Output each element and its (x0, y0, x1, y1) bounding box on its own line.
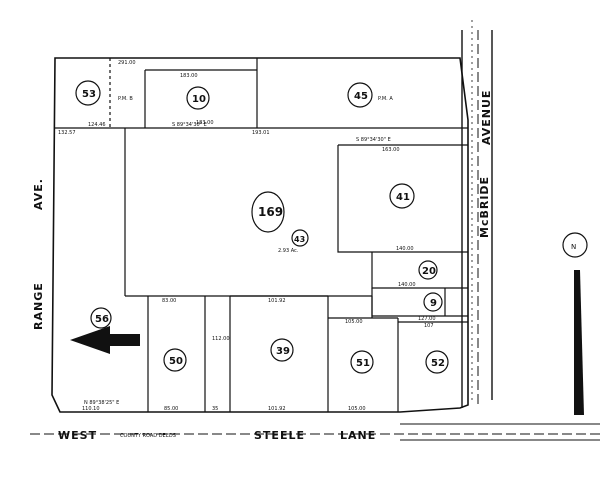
west-label: WEST (58, 429, 97, 442)
dim-row2-c: 193.01 (252, 130, 270, 136)
parcel-39-circle (270, 338, 294, 362)
road-note-label: COUNTY ROAD DEEDS (120, 433, 176, 439)
parcel-50-circle (163, 348, 187, 372)
dim-top-b: 183.00 (180, 73, 198, 79)
parcel-56-label: 56 (95, 314, 109, 325)
parcel-53-circle (75, 80, 101, 106)
dim-bottom-c: 101.92 (268, 406, 286, 412)
parcel-20-label: 20 (422, 266, 436, 277)
dim-20-bottom: 140.00 (398, 282, 416, 288)
bearing-mid: S 89°34'30" E (356, 137, 391, 143)
parcel-10-label: 10 (192, 94, 206, 105)
bearing-top: S 89°34'30" E (172, 122, 207, 128)
range-label: RANGE (32, 282, 45, 330)
steele-label: STEELE (254, 429, 305, 442)
parcel-20-circle (418, 260, 438, 280)
parcel-52-label: 52 (431, 358, 445, 369)
dim-9-bottom: 127.00 (418, 316, 436, 322)
acreage-label: 2.93 Ac. (278, 248, 299, 254)
north-arrow: N (562, 232, 588, 415)
avenue-label: AVENUE (480, 90, 493, 145)
pm-right-label: P.M. A (378, 96, 393, 102)
parcel-pointer-arrow (70, 326, 140, 354)
parcel-45-circle (347, 82, 373, 108)
mcbride-avenue-road (461, 20, 493, 408)
parcel-56-circle (90, 307, 112, 329)
steele-lane-road (30, 423, 600, 441)
dim-41-top: 163.00 (382, 147, 400, 153)
block-boundary (51, 57, 469, 413)
dim-row2-b: 124.46 (88, 122, 106, 128)
dim-39-top: 101.92 (268, 298, 286, 304)
dim-bottom-f: 112.00 (212, 336, 230, 342)
parcel-43-label: 43 (294, 235, 305, 244)
dim-top-c: 183.00 (196, 120, 214, 126)
parcel-51-label: 51 (356, 358, 370, 369)
dim-52-top: 107 (424, 323, 434, 329)
parcel-41-circle (389, 183, 415, 209)
dim-bottom-e: 35 (212, 406, 218, 412)
dim-bottom-a: 110.10 (82, 406, 100, 412)
parcel-9-label: 9 (430, 298, 437, 309)
dim-row2-a: 132.57 (58, 130, 76, 136)
ave-label: AVE. (32, 178, 45, 210)
parcel-50-label: 50 (169, 356, 183, 367)
mcbride-label: McBRIDE (478, 176, 491, 238)
parcel-10-circle (186, 86, 210, 110)
block-169-circle (251, 191, 285, 233)
parcel-51-circle (350, 350, 374, 374)
bearing-bottom: N 89°38'25" E (84, 400, 119, 406)
dim-51-top: 105.00 (345, 319, 363, 325)
block-number-label: 169 (258, 205, 283, 219)
dim-bottom-b: 85.00 (164, 406, 178, 412)
dim-top-a: 291.00 (118, 60, 136, 66)
dim-bottom-d: 105.00 (348, 406, 366, 412)
parcel-53-label: 53 (82, 89, 96, 100)
parcel-41-label: 41 (396, 192, 410, 203)
lane-label: LANE (340, 429, 376, 442)
parcel-39-label: 39 (276, 346, 290, 357)
parcel-45-label: 45 (354, 91, 368, 102)
north-marker-label: N (571, 243, 576, 251)
dim-50-top: 83.00 (162, 298, 176, 304)
parcel-9-circle (423, 292, 443, 312)
dim-41-bottom: 140.00 (396, 246, 414, 252)
pm-left-label: P.M. B (118, 96, 133, 102)
parcel-52-circle (425, 350, 449, 374)
parcel-43-circle (291, 229, 309, 247)
